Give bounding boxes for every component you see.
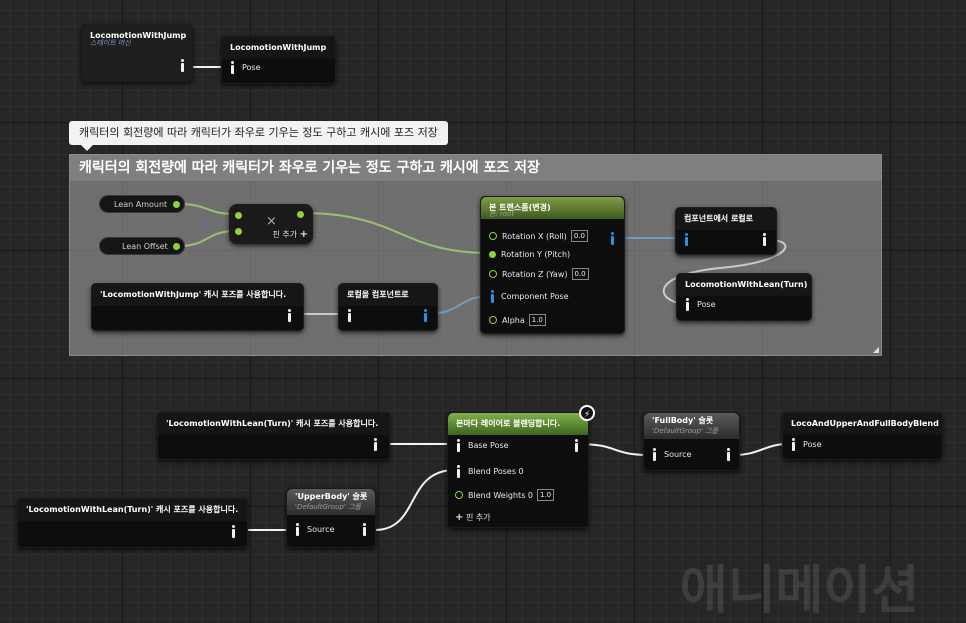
lean-amount-pin[interactable]	[173, 201, 180, 208]
resize-grip-icon[interactable]: ◢	[872, 345, 879, 354]
rotation-x-value[interactable]: 0.0	[570, 230, 588, 242]
fast-path-lightning-icon: ⚡	[579, 405, 595, 421]
base-pose-pin[interactable]	[455, 439, 462, 452]
bone-transform-title: 본 트랜스폼(변경)	[489, 203, 551, 212]
upper-body-slot-output-pin[interactable]	[361, 523, 368, 536]
bone-transform-node[interactable]: 본 트랜스폼(변경) 본: root Rotation X (Roll)0.0 …	[480, 196, 625, 334]
final-cache-input-pin[interactable]	[790, 438, 797, 451]
use-cached-jump-title: 'LocomotionWithJump' 캐시 포즈를 사용합니다.	[92, 284, 303, 306]
graph-watermark: 애니메이션	[680, 561, 920, 621]
pose-output-pin[interactable]	[179, 59, 186, 72]
multiply-add-pin-button[interactable]: 핀 추가 +	[272, 229, 308, 240]
bone-transform-output-pin[interactable]	[609, 232, 616, 245]
multiply-output-pin[interactable]	[297, 211, 304, 218]
upper-body-slot-subtitle: 'DefaultGroup' 그룹	[295, 503, 361, 511]
local-to-component-input-pin[interactable]	[346, 309, 353, 322]
state-machine-subtitle: 스테이트 머신	[90, 39, 131, 47]
pose-input-pin[interactable]	[229, 61, 236, 74]
use-cached-lean-2-title: 'LocomotionWithLean(Turn)' 캐시 포즈를 사용합니다.	[18, 499, 247, 521]
multiply-node[interactable]: × 핀 추가 +	[229, 204, 313, 244]
save-cached-lean-title: LocomotionWithLean(Turn)	[677, 274, 811, 296]
local-to-component-title: 로컬을 컴포넌트로	[339, 284, 437, 306]
component-to-local-output-pin[interactable]	[761, 233, 768, 246]
plus-icon: +	[299, 229, 308, 240]
alpha-value[interactable]: 1.0	[528, 314, 546, 326]
upper-body-source-label: Source	[307, 525, 335, 534]
save-cached-lean-input-pin[interactable]	[684, 298, 691, 311]
wire-full-to-final	[733, 443, 789, 456]
lean-offset-pin[interactable]	[173, 243, 180, 250]
rotation-z-label: Rotation Z (Yaw)	[502, 269, 568, 279]
full-body-slot-subtitle: 'DefaultGroup' 그룹	[652, 427, 718, 435]
component-to-local-node[interactable]: 컴포넌트에서 로컬로	[675, 207, 777, 255]
use-cached-lean-2-output-pin[interactable]	[230, 525, 237, 538]
save-cached-lean-node[interactable]: LocomotionWithLean(Turn) Pose	[676, 273, 812, 321]
rotation-x-pin[interactable]	[489, 232, 497, 240]
full-body-slot-title: 'FullBody' 슬롯	[652, 416, 714, 425]
plus-icon: +	[455, 512, 464, 523]
use-cached-lean-node-2[interactable]: 'LocomotionWithLean(Turn)' 캐시 포즈를 사용합니다.	[17, 498, 248, 548]
comment-header: 캐릭터의 회전량에 따라 캐릭터가 좌우로 기우는 정도 구하고 캐시에 포즈 …	[70, 155, 881, 181]
use-cached-lean-node-1[interactable]: 'LocomotionWithLean(Turn)' 캐시 포즈를 사용합니다.	[157, 412, 390, 460]
layered-blend-node[interactable]: 본마다 레이어로 블렌딩합니다. ⚡ Base Pose Blend Poses…	[447, 405, 595, 528]
lean-amount-label: Lean Amount	[114, 200, 168, 209]
comment-box[interactable]: 캐릭터의 회전량에 따라 캐릭터가 좌우로 기우는 정도 구하고 캐시에 포즈 …	[69, 154, 882, 356]
use-cached-lean-1-output-pin[interactable]	[372, 438, 379, 451]
blend-poses-label: Blend Poses 0	[468, 467, 524, 476]
use-cached-jump-node[interactable]: 'LocomotionWithJump' 캐시 포즈를 사용합니다.	[91, 283, 304, 331]
full-body-slot-output-pin[interactable]	[725, 448, 732, 461]
component-to-local-title: 컴포넌트에서 로컬로	[676, 208, 776, 230]
full-body-slot-node[interactable]: 'FullBody' 슬롯 'DefaultGroup' 그룹 Source	[643, 412, 740, 471]
upper-body-slot-title: 'UpperBody' 슬롯	[295, 492, 368, 501]
component-pose-pin[interactable]	[489, 290, 496, 303]
rotation-x-label: Rotation X (Roll)	[502, 231, 567, 241]
upper-body-slot-input-pin[interactable]	[294, 523, 301, 536]
multiply-symbol: ×	[266, 214, 277, 229]
blend-poses-pin[interactable]	[455, 465, 462, 478]
alpha-pin[interactable]	[489, 316, 497, 324]
layered-blend-add-pin-button[interactable]: + 핀 추가	[455, 512, 491, 523]
state-machine-title: LocomotionWithJump	[90, 31, 187, 40]
state-machine-node[interactable]: LocomotionWithJump 스테이트 머신	[81, 24, 193, 82]
output-pose-node[interactable]: LocomotionWithJump Pose	[221, 36, 336, 84]
base-pose-label: Base Pose	[468, 441, 509, 450]
component-to-local-input-pin[interactable]	[683, 233, 690, 246]
layered-blend-output-pin[interactable]	[573, 439, 580, 452]
full-body-slot-input-pin[interactable]	[651, 448, 658, 461]
add-pin-label: 핀 추가	[272, 230, 298, 239]
local-to-component-node[interactable]: 로컬을 컴포넌트로	[338, 283, 438, 331]
wire-slot-to-blend	[374, 469, 456, 531]
final-cache-pose-label: Pose	[803, 440, 822, 449]
use-cached-lean-1-title: 'LocomotionWithLean(Turn)' 캐시 포즈를 사용합니다.	[158, 413, 389, 435]
bone-transform-subtitle: 본: root	[489, 210, 515, 218]
blend-weights-label: Blend Weights 0	[468, 490, 533, 500]
multiply-input-a-pin[interactable]	[235, 212, 242, 219]
rotation-z-pin[interactable]	[489, 270, 497, 278]
component-pose-label: Component Pose	[501, 292, 569, 301]
pose-label: Pose	[242, 63, 261, 72]
rotation-z-value[interactable]: 0.0	[571, 268, 589, 280]
upper-body-slot-node[interactable]: 'UpperBody' 슬롯 'DefaultGroup' 그룹 Source	[286, 488, 376, 548]
alpha-label: Alpha	[502, 315, 525, 325]
layered-blend-title: 본마다 레이어로 블렌딩합니다.	[448, 413, 588, 435]
blend-weights-value[interactable]: 1.0	[537, 489, 555, 501]
output-pose-title: LocomotionWithJump	[222, 37, 335, 59]
full-body-source-label: Source	[664, 450, 692, 459]
comment-bubble: 캐릭터의 회전량에 따라 캐릭터가 좌우로 기우는 정도 구하고 캐시에 포즈 …	[69, 121, 448, 151]
final-cache-title: LocoAndUpperAndFullBodyBlend	[783, 413, 942, 435]
final-cache-node[interactable]: LocoAndUpperAndFullBodyBlend Pose	[782, 412, 943, 460]
use-cached-jump-output-pin[interactable]	[286, 309, 293, 322]
rotation-y-pin[interactable]	[489, 251, 496, 258]
lean-offset-variable[interactable]: Lean Offset	[99, 237, 185, 255]
rotation-y-label: Rotation Y (Pitch)	[501, 250, 571, 259]
save-cached-lean-pose-label: Pose	[697, 300, 716, 309]
blend-weights-pin[interactable]	[455, 491, 463, 499]
multiply-input-b-pin[interactable]	[235, 228, 242, 235]
layered-blend-add-pin-label: 핀 추가	[465, 513, 491, 522]
lean-amount-variable[interactable]: Lean Amount	[99, 195, 185, 213]
lean-offset-label: Lean Offset	[122, 242, 168, 251]
local-to-component-output-pin[interactable]	[422, 309, 429, 322]
